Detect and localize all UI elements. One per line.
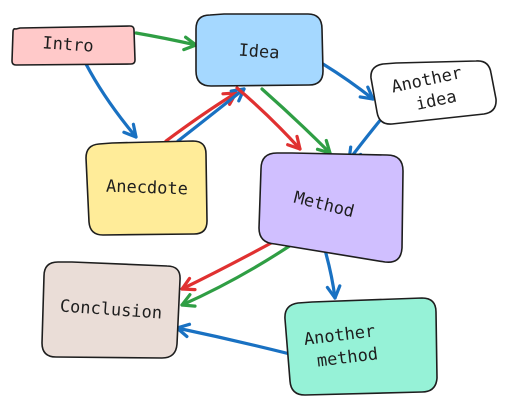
arrow-line xyxy=(175,326,292,356)
arrowhead-icon xyxy=(180,293,197,308)
node-another-method[interactable]: Another method xyxy=(284,297,438,396)
arrowhead-icon xyxy=(229,87,246,103)
arrow-line xyxy=(260,87,332,155)
node-another-idea-box xyxy=(370,60,497,125)
arrowhead-icon xyxy=(180,276,197,292)
node-intro-box xyxy=(11,25,136,66)
arrowhead-icon xyxy=(286,134,302,151)
edge-intro-to-anecdote[interactable] xyxy=(84,62,138,139)
arrowhead-icon xyxy=(358,85,375,101)
node-conclusion-box xyxy=(41,261,181,359)
node-another-idea[interactable]: Another idea xyxy=(370,60,497,125)
node-intro-label: Intro xyxy=(42,33,94,57)
node-anecdote[interactable]: Anecdote xyxy=(85,140,208,236)
node-idea-box xyxy=(195,13,324,87)
edge-intro-to-idea[interactable] xyxy=(134,31,198,52)
node-intro[interactable]: Intro xyxy=(11,25,136,66)
edges-layer xyxy=(84,31,384,356)
node-anecdote-label: Anecdote xyxy=(106,177,189,200)
arrow-line xyxy=(84,62,138,139)
nodes-layer: Intro Idea Another idea Anecdote xyxy=(11,13,497,396)
node-idea-label: Idea xyxy=(238,41,280,64)
edge-method-to-conclusion[interactable] xyxy=(180,240,275,292)
arrow-line xyxy=(321,62,375,101)
arrow-line xyxy=(180,243,293,307)
arrowhead-icon xyxy=(325,284,342,300)
arrow-line xyxy=(176,87,246,143)
node-method[interactable]: Method xyxy=(258,152,404,264)
arrowhead-icon xyxy=(122,122,138,139)
node-anecdote-box xyxy=(85,140,208,236)
arrow-line xyxy=(134,31,198,47)
node-idea[interactable]: Idea xyxy=(195,13,324,87)
edge-another-method-to-conclusion[interactable] xyxy=(175,322,292,356)
edge-anecdote-to-idea[interactable] xyxy=(164,91,238,143)
edge-method-to-conclusion[interactable] xyxy=(180,243,293,308)
node-method-box xyxy=(258,152,404,264)
arrow-line xyxy=(235,86,302,151)
edge-idea-to-another-idea[interactable] xyxy=(321,62,375,101)
arrow-line xyxy=(164,91,238,143)
node-another-method-box xyxy=(284,297,438,396)
edge-method-to-another-method[interactable] xyxy=(323,248,342,300)
edge-idea-to-method[interactable] xyxy=(235,86,302,151)
arrow-line xyxy=(180,240,275,291)
edge-anecdote-to-idea[interactable] xyxy=(176,87,246,143)
arrow-line xyxy=(323,248,337,300)
node-conclusion[interactable]: Conclusion xyxy=(41,261,181,359)
